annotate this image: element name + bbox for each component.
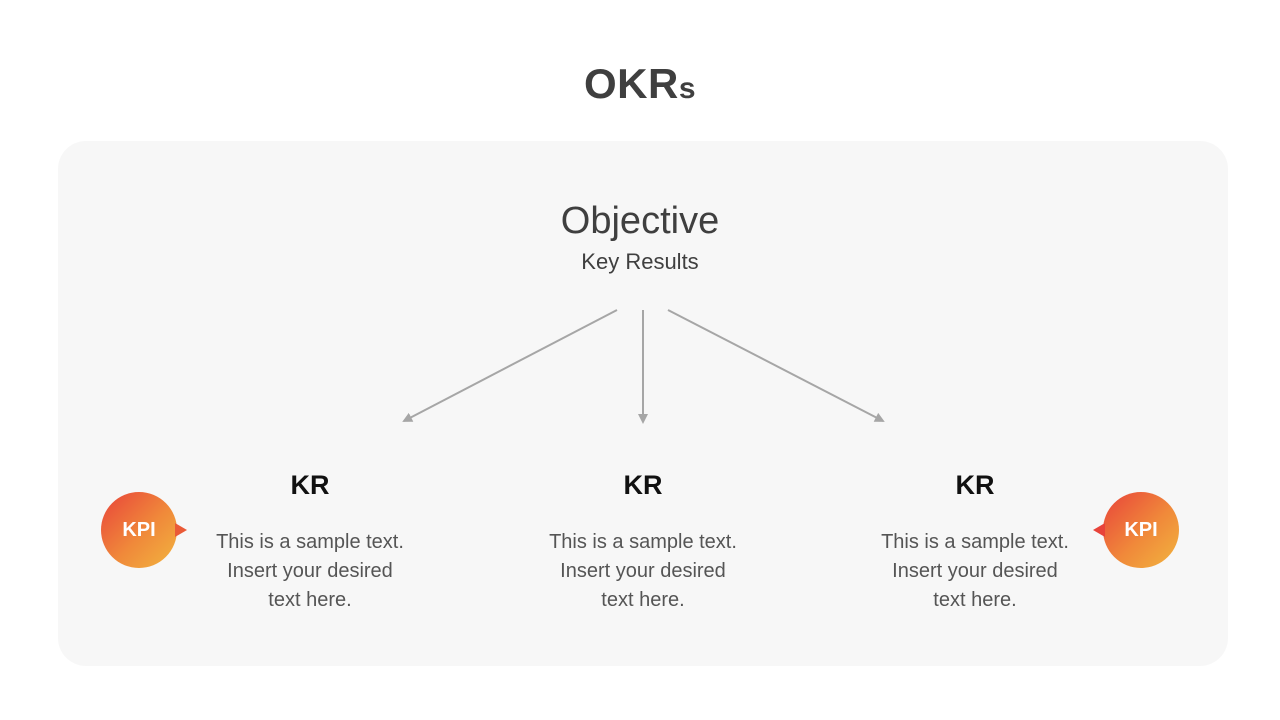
key-result-line: Insert your desired [892,560,1058,582]
key-result-line: Insert your desired [227,560,393,582]
key-result-line: This is a sample text. [216,531,404,553]
kpi-label: KPI [1124,518,1158,541]
page-title: OKRs [0,60,1280,108]
arrow-left [402,309,618,422]
key-result-heading: KR [623,470,663,500]
key-result-3: KR This is a sample text. Insert your de… [855,470,1095,615]
arrow-right [667,309,885,422]
objective-title: Objective [560,200,720,242]
title-main: OKR [583,60,679,107]
key-result-line: Insert your desired [560,560,726,582]
key-result-line: text here. [268,589,352,611]
kpi-badge-left: KPI [101,492,187,568]
key-result-text: This is a sample text. Insert your desir… [855,528,1095,615]
key-result-line: This is a sample text. [881,531,1069,553]
key-result-text: This is a sample text. Insert your desir… [190,528,430,615]
kpi-pointer [1093,523,1105,537]
key-result-heading: KR [955,470,995,500]
key-result-text: This is a sample text. Insert your desir… [523,528,763,615]
kpi-label: KPI [122,518,156,541]
key-result-line: text here. [933,589,1017,611]
kpi-pointer [175,523,187,537]
key-result-line: This is a sample text. [549,531,737,553]
key-result-2: KR This is a sample text. Insert your de… [523,470,763,615]
objective-subtitle: Key Results [581,249,699,274]
key-result-line: text here. [601,589,685,611]
kpi-badge-right: KPI [1093,492,1179,568]
title-suffix: s [678,72,697,105]
key-result-1: KR This is a sample text. Insert your de… [190,470,430,615]
key-result-heading: KR [290,470,330,500]
